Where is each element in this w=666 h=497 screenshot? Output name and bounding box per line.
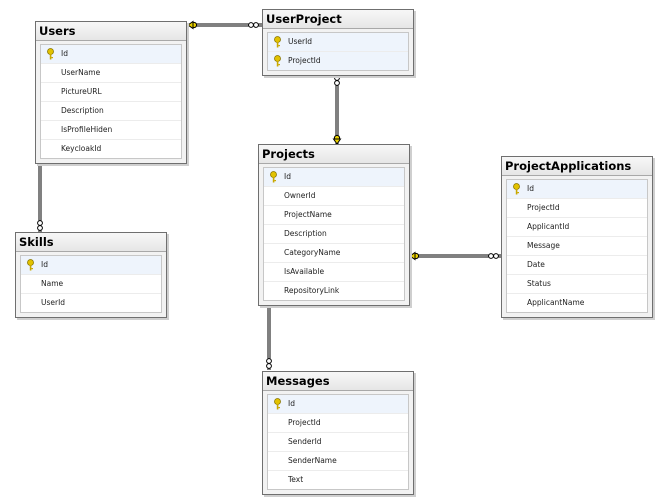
column-name: UserId: [288, 37, 313, 46]
column-list: Id ProjectId ApplicantId Message Date St…: [506, 179, 648, 313]
column-name: ProjectName: [284, 210, 332, 219]
column-name: ApplicantId: [527, 222, 570, 231]
column-row[interactable]: ApplicantId: [507, 218, 647, 237]
table-title: Messages: [263, 372, 413, 391]
column-row[interactable]: SenderId: [268, 433, 408, 452]
column-row[interactable]: Name: [21, 275, 161, 294]
column-name: UserName: [61, 68, 101, 77]
key-icon: [274, 55, 281, 67]
table-users[interactable]: Users Id UserName PictureURL Description…: [35, 21, 187, 164]
relationship-many-end: [37, 22, 499, 369]
column-row[interactable]: Id: [21, 256, 161, 275]
column-row[interactable]: ProjectId: [268, 414, 408, 433]
column-row[interactable]: OwnerId: [264, 187, 404, 206]
table-title: Skills: [16, 233, 166, 252]
column-row[interactable]: Id: [264, 168, 404, 187]
column-name: IsProfileHiden: [61, 125, 113, 134]
column-name: SenderName: [288, 456, 337, 465]
column-row[interactable]: Status: [507, 275, 647, 294]
column-list: Id Name UserId: [20, 255, 162, 313]
column-row[interactable]: ProjectId: [268, 52, 408, 70]
table-userproject[interactable]: UserProject UserId ProjectId: [262, 9, 414, 76]
column-row[interactable]: ProjectId: [507, 199, 647, 218]
column-row[interactable]: Id: [41, 45, 181, 64]
table-skills[interactable]: Skills Id Name UserId: [15, 232, 167, 318]
column-name: Name: [41, 279, 64, 288]
column-name: KeycloakId: [61, 144, 102, 153]
column-row[interactable]: Description: [264, 225, 404, 244]
column-list: UserId ProjectId: [267, 32, 409, 71]
column-name: ProjectId: [288, 56, 321, 65]
key-icon: [274, 36, 281, 48]
table-title: UserProject: [263, 10, 413, 29]
column-row[interactable]: Message: [507, 237, 647, 256]
table-projectapplications[interactable]: ProjectApplications Id ProjectId Applica…: [501, 156, 653, 318]
column-row[interactable]: CategoryName: [264, 244, 404, 263]
column-name: Date: [527, 260, 545, 269]
column-name: ProjectId: [288, 418, 321, 427]
column-name: ApplicantName: [527, 298, 585, 307]
column-row[interactable]: ProjectName: [264, 206, 404, 225]
column-row[interactable]: IsAvailable: [264, 263, 404, 282]
table-title: Users: [36, 22, 186, 41]
column-name: CategoryName: [284, 248, 341, 257]
key-icon: [270, 171, 277, 183]
column-name: Id: [284, 172, 291, 181]
column-name: Message: [527, 241, 560, 250]
column-name: Description: [284, 229, 327, 238]
column-name: Description: [61, 106, 104, 115]
table-title: Projects: [259, 145, 409, 164]
column-name: SenderId: [288, 437, 322, 446]
column-name: Id: [41, 260, 48, 269]
column-name: Id: [288, 399, 295, 408]
column-row[interactable]: KeycloakId: [41, 140, 181, 158]
column-row[interactable]: ApplicantName: [507, 294, 647, 312]
column-name: ProjectId: [527, 203, 560, 212]
column-list: Id ProjectId SenderId SenderName Text: [267, 394, 409, 490]
column-name: Text: [288, 475, 304, 484]
column-row[interactable]: Id: [268, 395, 408, 414]
column-name: RepositoryLink: [284, 286, 340, 295]
column-row[interactable]: IsProfileHiden: [41, 121, 181, 140]
column-row[interactable]: Date: [507, 256, 647, 275]
column-row[interactable]: Description: [41, 102, 181, 121]
column-row[interactable]: UserId: [268, 33, 408, 52]
table-title: ProjectApplications: [502, 157, 652, 176]
column-name: UserId: [41, 298, 66, 307]
key-icon: [47, 48, 54, 60]
column-row[interactable]: UserId: [21, 294, 161, 312]
key-icon: [513, 183, 520, 195]
key-icon: [274, 398, 281, 410]
column-list: Id OwnerId ProjectName Description Categ…: [263, 167, 405, 301]
column-row[interactable]: Text: [268, 471, 408, 489]
column-row[interactable]: PictureURL: [41, 83, 181, 102]
column-name: OwnerId: [284, 191, 316, 200]
column-list: Id UserName PictureURL Description IsPro…: [40, 44, 182, 159]
table-messages[interactable]: Messages Id ProjectId SenderId SenderNam…: [262, 371, 414, 495]
column-row[interactable]: SenderName: [268, 452, 408, 471]
column-name: IsAvailable: [284, 267, 325, 276]
column-name: Id: [527, 184, 534, 193]
column-row[interactable]: UserName: [41, 64, 181, 83]
column-row[interactable]: Id: [507, 180, 647, 199]
key-icon: [27, 259, 34, 271]
table-projects[interactable]: Projects Id OwnerId ProjectName Descript…: [258, 144, 410, 306]
column-name: Id: [61, 49, 68, 58]
column-name: PictureURL: [61, 87, 102, 96]
column-row[interactable]: RepositoryLink: [264, 282, 404, 300]
column-name: Status: [527, 279, 551, 288]
